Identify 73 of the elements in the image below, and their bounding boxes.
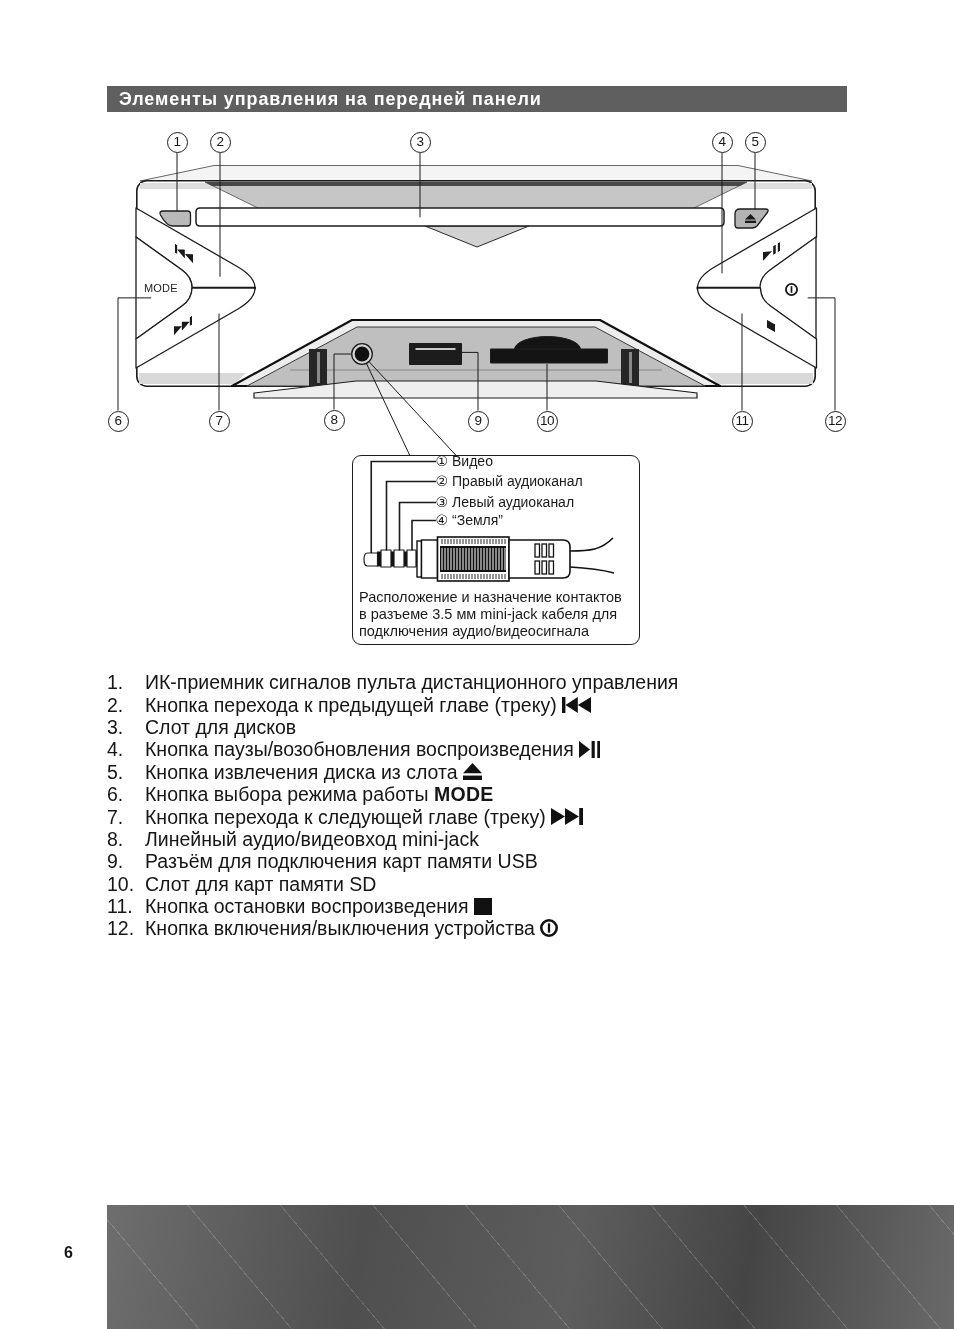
leader-line [370,460,437,554]
contact-label: ② Правый аудиоканал [435,472,583,491]
callout-number: 5 [744,131,766,153]
contact-label: ④ “Земля” [435,511,503,530]
plug-ring [380,549,393,569]
leader-line [218,313,220,411]
callout-number: 9 [467,410,489,432]
leader-line [411,519,437,552]
callout-number: 6 [107,410,129,432]
page-number: 6 [64,1244,73,1262]
list-number: 1. [107,671,125,694]
callout-number: 2 [209,131,231,153]
leader-line [721,152,723,274]
callout-number: 8 [323,409,345,431]
list-number: 3. [107,715,125,738]
leader-line [333,353,352,410]
list-number: 7. [107,805,125,828]
list-item-text: Кнопка паузы/возобновления воспроизведения [145,738,574,761]
plug-ring [393,549,406,569]
callout-number: 1 [166,131,188,153]
list-item-text: Линейный аудио/видеовход mini-jack [145,827,479,850]
leader-line [419,152,421,218]
contact-label: ③ Левый аудиоканал [435,493,575,512]
sd-card-slot [489,335,608,364]
leader-line [369,361,457,456]
plug-tip [363,551,379,567]
leader-line [807,297,836,411]
list-item-text: Кнопка извлечения диска из слота [145,760,458,783]
leader-line [398,501,437,552]
callout-number: 4 [711,131,733,153]
list-item-text: ИК-приемник сигналов пульта дистанционного управления [145,671,679,694]
list-number: 6. [107,783,125,806]
leader-line [385,480,437,552]
list-number: 4. [107,738,125,761]
list-number: 12. [107,917,136,940]
list-number: 5. [107,760,125,783]
list-number: 2. [107,693,125,716]
callout-number: 3 [409,131,431,153]
list-number: 11. [107,895,134,918]
leader-line [366,363,411,456]
stop-button [695,287,817,370]
inset-panel [352,455,640,645]
leader-line [219,152,221,278]
mode-button: MODE [135,236,193,340]
list-number: 10. [107,872,136,895]
list-item-text: Кнопка перехода к предыдущей главе (треку) [145,693,557,716]
list-number: 9. [107,850,125,873]
leader-line [176,152,178,212]
list-item-text: Кнопка выбора режима работы MODE [145,783,494,806]
list-item-text: Кнопка включения/выключения устройства [145,917,535,940]
list-item-text: Разъём для подключения карт памяти USB [145,850,538,873]
plug-sleeve [406,549,418,569]
leader-line [461,351,479,411]
power-button [759,236,817,340]
leader-line [741,313,743,411]
callout-number: 7 [208,410,230,432]
list-item-text: Кнопка перехода к следующей главе (треку) [145,805,546,828]
section-heading: Элементы управления на передней панели [107,86,847,112]
contact-label: ① Видео [435,452,493,471]
callout-number: 11 [731,410,753,432]
usb-port [408,342,462,365]
callout-number: 12 [824,410,846,432]
leader-line [546,363,548,411]
leader-line [754,152,756,210]
list-item-text: Кнопка остановки воспроизведения [145,895,469,918]
leader-line [117,297,152,411]
inset-caption: Расположение и назначение контактов в разъеме 3.5 мм mini-jack кабеля для подключения аудио/видеосигнала [359,589,623,640]
list-item-text: Слот для дисков [145,715,297,738]
list-item-text: Слот для карт памяти SD [145,872,377,895]
disc-slot [195,207,725,228]
callout-number: 10 [536,410,558,432]
mini-jack-socket [351,343,373,365]
list-number: 8. [107,827,125,850]
